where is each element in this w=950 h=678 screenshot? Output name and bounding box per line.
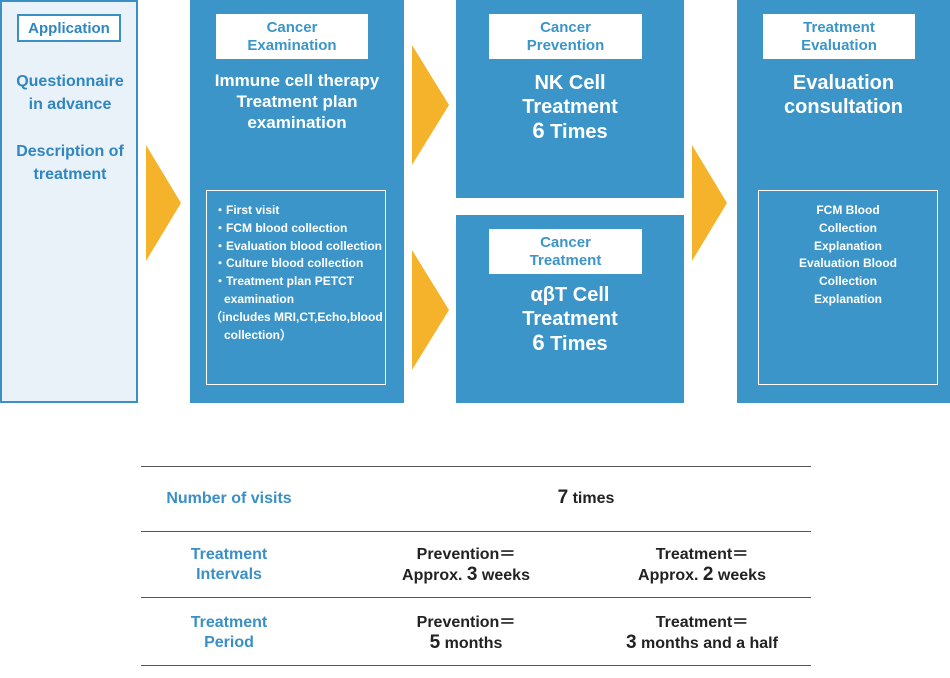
examination-details-box xyxy=(206,190,386,385)
arrow-right-icon xyxy=(692,145,727,261)
application-label: Application xyxy=(17,14,121,42)
prevention-label: Cancer Prevention xyxy=(489,14,642,59)
evaluation-box xyxy=(737,0,950,403)
period-prevention: Prevention＝ 5 months xyxy=(416,614,516,653)
arrow-right-icon xyxy=(412,45,449,165)
examination-label: Cancer Examination xyxy=(216,14,368,59)
period-treatment: Treatment＝ 3 months and a half xyxy=(626,614,778,653)
evaluation-details-box xyxy=(758,190,938,385)
evaluation-title: Evaluation consultation xyxy=(784,72,903,118)
intervals-treatment: Treatment＝ Approx. 2 weeks xyxy=(638,546,766,585)
table-divider xyxy=(141,597,811,598)
prevention-title: NK Cell Treatment 6 Times xyxy=(522,72,618,143)
treatment-label: Cancer Treatment xyxy=(489,229,642,274)
description-text: Description of treatment xyxy=(16,143,124,183)
application-column xyxy=(0,0,138,403)
table-divider xyxy=(141,466,811,467)
period-label: Treatment Period xyxy=(190,614,268,651)
table-divider xyxy=(141,531,811,532)
arrow-right-icon xyxy=(146,145,181,261)
treatment-title: αβT Cell Treatment 6 Times xyxy=(522,284,618,355)
table-divider xyxy=(141,665,811,666)
evaluation-label: Treatment Evaluation xyxy=(763,14,915,59)
arrow-right-icon xyxy=(412,250,449,370)
visits-value: 7 times xyxy=(557,487,615,508)
examination-details-list: ・First visit ・FCM blood collection ・Eval… xyxy=(210,203,383,342)
evaluation-details-list: FCM Blood Collection Explanation Evaluat… xyxy=(798,203,897,306)
questionnaire-text: Questionnaire in advance xyxy=(16,73,124,113)
examination-box xyxy=(190,0,404,403)
intervals-label: Treatment Intervals xyxy=(190,546,268,583)
examination-title: Immune cell therapy Treatment plan exami… xyxy=(214,71,380,132)
visits-label: Number of visits xyxy=(166,490,292,507)
intervals-prevention: Prevention＝ Approx. 3 weeks xyxy=(402,546,530,585)
